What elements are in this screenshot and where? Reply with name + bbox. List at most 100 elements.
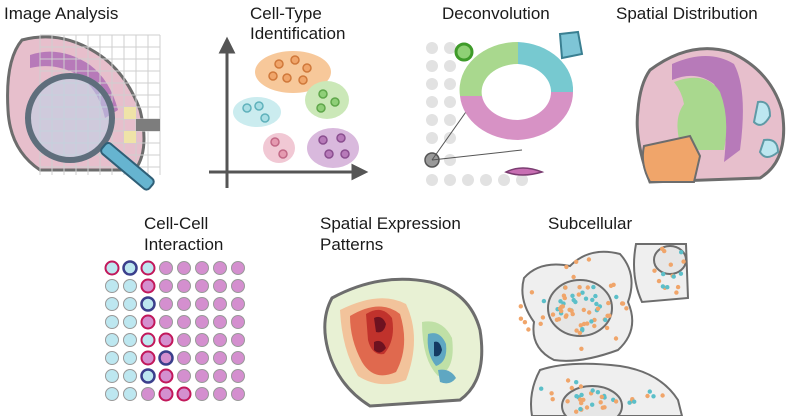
transcript-dot bbox=[581, 321, 587, 327]
deconvolution-illustration bbox=[424, 30, 584, 186]
transcript-dot bbox=[578, 397, 583, 402]
grid-cell-dot bbox=[213, 387, 227, 401]
grid-cell-dot bbox=[231, 387, 245, 401]
transcript-dot bbox=[579, 400, 584, 406]
grid-cell-dot bbox=[177, 333, 191, 347]
transcript-dot bbox=[595, 390, 601, 395]
grid-cell-dot bbox=[195, 261, 209, 275]
transcript-dot bbox=[569, 385, 574, 391]
transcript-dot bbox=[594, 301, 599, 307]
transcript-dot bbox=[559, 308, 564, 314]
grid-cell-dot bbox=[105, 315, 119, 329]
grid-cell-dot bbox=[231, 369, 245, 383]
panel-cell-cell-interaction: Cell-Cell Interaction bbox=[100, 210, 270, 416]
transcript-dot bbox=[592, 323, 597, 329]
transcript-dot bbox=[595, 306, 601, 311]
panel-image-analysis: Image Analysis bbox=[0, 0, 175, 200]
grid-cell-dot bbox=[213, 351, 227, 365]
grid-cell-dot bbox=[177, 351, 191, 365]
grid-cell-dot bbox=[195, 387, 209, 401]
panel-title: Subcellular bbox=[548, 214, 633, 233]
transcript-dot bbox=[577, 330, 583, 336]
transcript-dot bbox=[598, 400, 603, 405]
transcript-dot bbox=[604, 325, 610, 331]
transcript-dot bbox=[550, 397, 555, 402]
grid-cell-dot bbox=[123, 297, 137, 311]
tissue-image-illustration bbox=[6, 34, 161, 191]
grid-cell-dot bbox=[105, 333, 119, 347]
grid-cell-dot bbox=[123, 315, 137, 329]
transcript-dot bbox=[574, 394, 579, 399]
panel-title-line1: Spatial Expression bbox=[320, 214, 461, 233]
cluster-scatter-illustration bbox=[209, 36, 369, 188]
panel-subcellular: Subcellular bbox=[510, 210, 700, 416]
grid-cell-dot bbox=[195, 315, 209, 329]
transcript-dot bbox=[567, 307, 572, 312]
grid-cell-dot bbox=[123, 279, 137, 293]
transcript-dot bbox=[578, 406, 583, 412]
donut-chart-icon bbox=[459, 41, 574, 141]
transcript-dot bbox=[574, 409, 579, 414]
grid-cell-dot bbox=[231, 351, 245, 365]
grid-cell-dot bbox=[159, 261, 173, 275]
grid-cell-dot bbox=[231, 315, 245, 329]
transcript-dot bbox=[660, 246, 665, 251]
transcript-dot bbox=[661, 271, 666, 277]
transcript-dot bbox=[583, 296, 589, 301]
grid-cell-dot bbox=[123, 333, 137, 347]
panel-title-line2: Interaction bbox=[144, 235, 224, 254]
transcript-dot bbox=[585, 285, 590, 290]
transcript-dot bbox=[581, 307, 586, 313]
transcript-dot bbox=[574, 380, 579, 385]
grid-cell-dot bbox=[105, 351, 119, 365]
transcript-dot bbox=[561, 293, 567, 298]
grid-cell-dot bbox=[213, 279, 227, 293]
grid-cell-dot bbox=[231, 333, 245, 347]
panel-cell-type-identification: Cell-Type Identification bbox=[195, 0, 375, 200]
subcellular-illustration bbox=[518, 243, 690, 416]
transcript-dot bbox=[660, 284, 666, 289]
transcript-dot bbox=[589, 319, 594, 324]
magnifier-icon bbox=[25, 73, 155, 191]
grid-cell-dot bbox=[159, 297, 173, 311]
transcript-dot bbox=[627, 400, 632, 405]
panel-title-line2: Patterns bbox=[320, 235, 384, 254]
expression-contour-illustration bbox=[323, 277, 484, 408]
transcript-dot bbox=[603, 317, 608, 323]
grid-cell-dot bbox=[195, 279, 209, 293]
transcript-dot bbox=[593, 293, 598, 299]
grid-cell-dot bbox=[213, 297, 227, 311]
grid-cell-dot bbox=[195, 297, 209, 311]
transcript-dot bbox=[678, 271, 684, 276]
transcript-dot bbox=[563, 285, 568, 290]
transcript-dot bbox=[554, 317, 560, 322]
transcript-dot bbox=[665, 285, 670, 290]
panel-spatial-expression-patterns: Spatial Expression Patterns bbox=[310, 210, 510, 416]
grid-cell-dot bbox=[195, 351, 209, 365]
grid-cell-dot bbox=[195, 333, 209, 347]
transcript-dot bbox=[541, 298, 547, 304]
transcript-dot bbox=[599, 394, 604, 400]
panel-title-line2: Identification bbox=[250, 24, 346, 43]
transcript-dot bbox=[571, 297, 576, 303]
grid-cell-dot bbox=[140, 260, 156, 276]
transcript-dot bbox=[539, 386, 544, 391]
grid-cell-dot bbox=[195, 369, 209, 383]
transcript-dot bbox=[591, 284, 596, 290]
transcript-dot bbox=[611, 282, 616, 287]
grid-cell-dot bbox=[231, 279, 245, 293]
grid-cell-dot bbox=[177, 261, 191, 275]
transcript-dot bbox=[578, 384, 584, 389]
transcript-dot bbox=[529, 290, 535, 295]
grid-cell-dot bbox=[140, 296, 156, 312]
transcript-dot bbox=[590, 388, 595, 393]
transcript-dot bbox=[559, 304, 564, 310]
transcript-dot bbox=[574, 328, 579, 333]
transcript-dot bbox=[632, 399, 637, 404]
panel-title: Image Analysis bbox=[4, 4, 119, 23]
panel-deconvolution: Deconvolution bbox=[410, 0, 600, 200]
transcript-dot bbox=[606, 300, 611, 306]
grid-cell-dot bbox=[231, 261, 245, 275]
grid-cell-dot bbox=[177, 279, 191, 293]
transcript-dot bbox=[600, 405, 605, 410]
